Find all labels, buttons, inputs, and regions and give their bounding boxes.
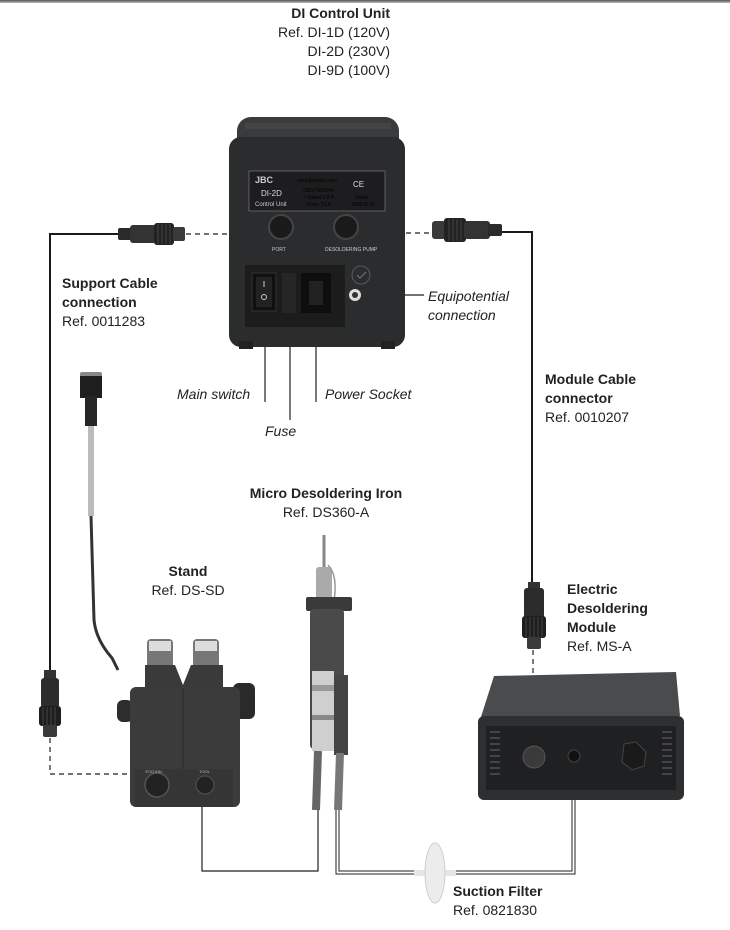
suction-tube-inner bbox=[338, 810, 424, 872]
module-cable-gland bbox=[621, 741, 647, 771]
control-unit-label: DI Control Unit Ref. DI-1D (120V) DI-2D … bbox=[268, 4, 390, 80]
iron-title: Micro Desoldering Iron bbox=[249, 485, 403, 501]
module-suction-port bbox=[567, 749, 581, 763]
filter-label: Suction Filter Ref. 0821830 bbox=[453, 882, 542, 920]
module-title-3: Module bbox=[567, 619, 616, 635]
support-cable-ref: Ref. 0011283 bbox=[62, 313, 146, 329]
svg-text:www.jbctools.com: www.jbctools.com bbox=[297, 178, 337, 184]
tool-socket bbox=[195, 775, 215, 795]
port-socket bbox=[268, 214, 294, 240]
support-cable-title-1: Support Cable bbox=[62, 275, 158, 291]
module-cable-title-2: connector bbox=[545, 390, 613, 406]
module-cable-line bbox=[502, 231, 533, 582]
suction-tube-outer-r bbox=[446, 768, 576, 875]
suction-tube-outer bbox=[335, 810, 424, 875]
support-cable-line bbox=[49, 233, 120, 672]
control-unit-ref-1: Ref. DI-1D (120V) bbox=[277, 24, 390, 40]
module-title-1: Electric bbox=[567, 581, 618, 597]
control-unit-title: DI Control Unit bbox=[291, 5, 390, 21]
filter-ref: Ref. 0821830 bbox=[453, 902, 538, 918]
iron-label: Micro Desoldering Iron Ref. DS360-A bbox=[240, 484, 412, 522]
svg-text:TOOL: TOOL bbox=[199, 769, 211, 774]
desoldering-iron-image bbox=[306, 535, 352, 811]
module-input-socket bbox=[522, 745, 546, 769]
svg-text:CE: CE bbox=[353, 180, 364, 189]
top-border bbox=[0, 0, 730, 3]
module-label: Electric Desoldering Module Ref. MS-A bbox=[567, 580, 648, 656]
desoldering-module-image bbox=[478, 672, 684, 800]
control-unit-image: JBC www.jbctools.com DI-2D Control Unit … bbox=[229, 117, 405, 349]
stand-cable-connector bbox=[39, 670, 61, 737]
suction-tube-inner-r bbox=[446, 768, 573, 872]
pump-socket bbox=[333, 214, 359, 240]
fuse-label: Fuse bbox=[265, 423, 297, 439]
svg-text:Control Unit: Control Unit bbox=[255, 202, 287, 208]
station-socket bbox=[144, 772, 170, 798]
svg-text:230V 50/60Hz: 230V 50/60Hz bbox=[303, 188, 335, 194]
module-cable-title-1: Module Cable bbox=[545, 371, 637, 387]
control-unit-ref-3: DI-9D (100V) bbox=[307, 62, 390, 78]
module-ref: Ref. MS-A bbox=[567, 638, 632, 654]
svg-text:PORT: PORT bbox=[272, 247, 286, 253]
svg-text:165879 55: 165879 55 bbox=[351, 202, 375, 208]
svg-text:Fuse: T1 A: Fuse: T1 A bbox=[307, 202, 332, 208]
stand-ref: Ref. DS-SD bbox=[151, 582, 225, 598]
module-cable-label: Module Cable connector Ref. 0010207 bbox=[545, 370, 636, 427]
svg-text:Serial: Serial bbox=[355, 195, 368, 201]
quality-seal-icon bbox=[351, 265, 371, 285]
stand-image: STATION TOOL bbox=[117, 639, 255, 807]
brand-logo: JBC bbox=[255, 175, 274, 185]
power-socket-label: Power Socket bbox=[325, 386, 412, 402]
support-cable-label: Support Cable connection Ref. 0011283 bbox=[62, 274, 158, 331]
main-switch-label: Main switch bbox=[177, 386, 251, 402]
stand-holder-arm bbox=[80, 372, 120, 671]
suction-filter-image bbox=[414, 842, 456, 904]
equipotential-label: Equipotential connection bbox=[428, 288, 509, 323]
iron-tool-cable bbox=[201, 803, 319, 872]
module-cable-ref: Ref. 0010207 bbox=[545, 409, 630, 425]
support-cable-title-2: connection bbox=[62, 294, 137, 310]
svg-text:STATION: STATION bbox=[145, 769, 162, 774]
svg-text:DI-2D: DI-2D bbox=[261, 189, 282, 198]
support-cable-connector bbox=[118, 223, 185, 245]
module-title-2: Desoldering bbox=[567, 600, 648, 616]
filter-title: Suction Filter bbox=[453, 883, 543, 899]
svg-text:I Rated 0.8 A: I Rated 0.8 A bbox=[305, 195, 335, 201]
fuse-holder bbox=[282, 273, 296, 313]
module-cable-connector bbox=[432, 218, 502, 242]
control-unit-ref-2: DI-2D (230V) bbox=[307, 43, 390, 59]
stand-title: Stand bbox=[168, 563, 208, 579]
module-device-connector bbox=[522, 582, 546, 649]
stand-label: Stand Ref. DS-SD bbox=[140, 562, 236, 600]
svg-text:DESOLDERING PUMP: DESOLDERING PUMP bbox=[325, 247, 378, 253]
iron-ref: Ref. DS360-A bbox=[282, 504, 370, 520]
stand-dashed-line bbox=[49, 738, 130, 775]
